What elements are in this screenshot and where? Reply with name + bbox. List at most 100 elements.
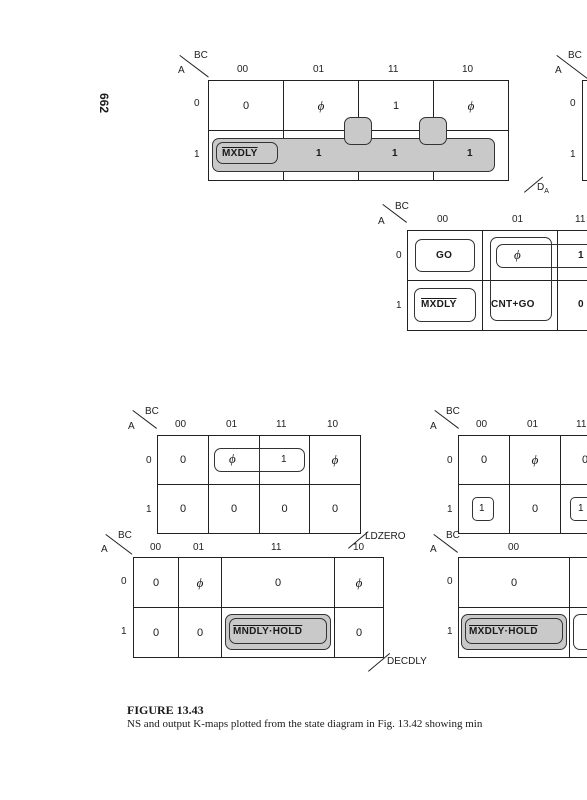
- col-var-label: BC: [446, 406, 460, 417]
- row-var-label: A: [378, 216, 385, 227]
- kmap-cell: [259, 435, 310, 485]
- row-var-label: A: [101, 544, 108, 555]
- col-header: 11: [271, 542, 282, 553]
- col-var-label: BC: [194, 50, 208, 61]
- kmap-cell: 0: [221, 557, 335, 608]
- row-header: 1: [194, 149, 200, 160]
- col-header: 11: [575, 214, 586, 225]
- col-header: 01: [313, 64, 325, 75]
- row-var-label: A: [430, 544, 437, 555]
- cell-value: 0: [331, 503, 339, 515]
- kmap-cell: [458, 484, 510, 534]
- kmap-cell: ϕ: [178, 557, 222, 608]
- cell-value: 1: [316, 148, 322, 159]
- grouping-loop: [419, 117, 447, 145]
- grouping-loop: [216, 142, 278, 164]
- col-var-label: BC: [395, 201, 409, 212]
- cell-term: MNDLY·HOLD: [233, 626, 303, 637]
- cell-value: 0: [355, 626, 363, 639]
- cell-value: 1: [578, 250, 584, 261]
- col-var-label: BC: [145, 406, 159, 417]
- col-var-label: BC: [446, 530, 460, 541]
- row-header: 0: [447, 576, 453, 587]
- grouping-loop: [461, 614, 567, 650]
- col-header: 10: [353, 542, 365, 553]
- col-header: 10: [327, 419, 339, 430]
- grouping-loop: [225, 614, 331, 650]
- row-header: 0: [396, 250, 402, 261]
- cell-value: 0: [179, 503, 187, 515]
- row-header: 0: [121, 576, 127, 587]
- kmap-cell: 0: [309, 484, 361, 534]
- kmap-cell: 0: [133, 607, 179, 658]
- dont-care-symbol: ϕ: [531, 452, 539, 467]
- kmap-cell: 0: [458, 557, 570, 608]
- kmap-cell: 0: [178, 607, 222, 658]
- row-header: 1: [396, 300, 402, 311]
- cell-value: 1: [467, 148, 473, 159]
- kmap-cell: [560, 484, 587, 534]
- dont-care-symbol: ϕ: [331, 452, 339, 467]
- kmap-cell: 0: [157, 435, 209, 485]
- cell-value: 0: [242, 99, 250, 112]
- output-label: DECDLY: [387, 656, 427, 667]
- cell-value: 0: [480, 454, 488, 466]
- row-header: 1: [121, 626, 127, 637]
- col-header: 11: [276, 419, 287, 430]
- page-number: 662: [97, 92, 112, 114]
- col-var-label: BC: [568, 50, 582, 61]
- grouping-loop: [344, 117, 372, 145]
- output-label: LDZERO: [365, 531, 406, 542]
- cell-value: 1: [479, 503, 485, 514]
- kmap-cell: 0: [509, 484, 561, 534]
- row-header: 1: [146, 504, 152, 515]
- grouping-loop: [490, 237, 552, 321]
- cell-value: 1: [392, 99, 400, 112]
- kmap-cell: [557, 230, 587, 281]
- kmap-cell: ϕ: [509, 435, 561, 485]
- col-header: 01: [193, 542, 205, 553]
- cell-term: CNT+GO: [491, 299, 535, 310]
- cell-value: 0: [230, 503, 238, 515]
- cell-value: 0: [510, 576, 518, 589]
- kmap-cell: 0: [133, 557, 179, 608]
- grouping-loop: [229, 618, 327, 644]
- row-header: 1: [447, 504, 453, 515]
- grouping-loop: [573, 614, 587, 650]
- dont-care-symbol: ϕ: [317, 97, 325, 113]
- grouping-loop: [415, 239, 475, 272]
- kmap-cell: 0: [458, 435, 510, 485]
- kmap-cell: 0: [560, 435, 587, 485]
- cell-value: 0: [152, 626, 160, 639]
- row-header: 0: [194, 98, 200, 109]
- figure-caption-title: FIGURE 13.43: [127, 703, 204, 717]
- row-var-label: A: [555, 65, 562, 76]
- row-var-label: A: [128, 421, 135, 432]
- row-header: 0: [570, 98, 576, 109]
- cell-value: 0: [578, 299, 584, 310]
- kmap-cell: 0: [259, 484, 310, 534]
- col-header: 01: [512, 214, 524, 225]
- cell-value: 1: [392, 148, 398, 159]
- cell-value: 0: [531, 503, 539, 515]
- dont-care-symbol: ϕ: [355, 574, 363, 590]
- col-header: 00: [175, 419, 187, 430]
- row-var-label: A: [430, 421, 437, 432]
- grouping-loop: [496, 244, 587, 268]
- kmap-cell: ϕ: [334, 557, 384, 608]
- grouping-loop: [465, 618, 563, 644]
- cell-term: MXDLY: [222, 148, 258, 159]
- kmap-cell: 0: [208, 484, 260, 534]
- row-header: 0: [146, 455, 152, 466]
- col-header: 00: [237, 64, 249, 75]
- col-header: 00: [508, 542, 520, 553]
- grouping-loop: [472, 497, 494, 521]
- loop-divider: [259, 448, 260, 472]
- col-header: 00: [437, 214, 449, 225]
- dont-care-symbol: ϕ: [196, 574, 204, 590]
- dont-care-symbol: ϕ: [467, 97, 475, 113]
- cell-value: 0: [196, 626, 204, 639]
- col-header: 10: [462, 64, 474, 75]
- cell-value: 0: [152, 576, 160, 589]
- col-header: 11: [576, 419, 587, 430]
